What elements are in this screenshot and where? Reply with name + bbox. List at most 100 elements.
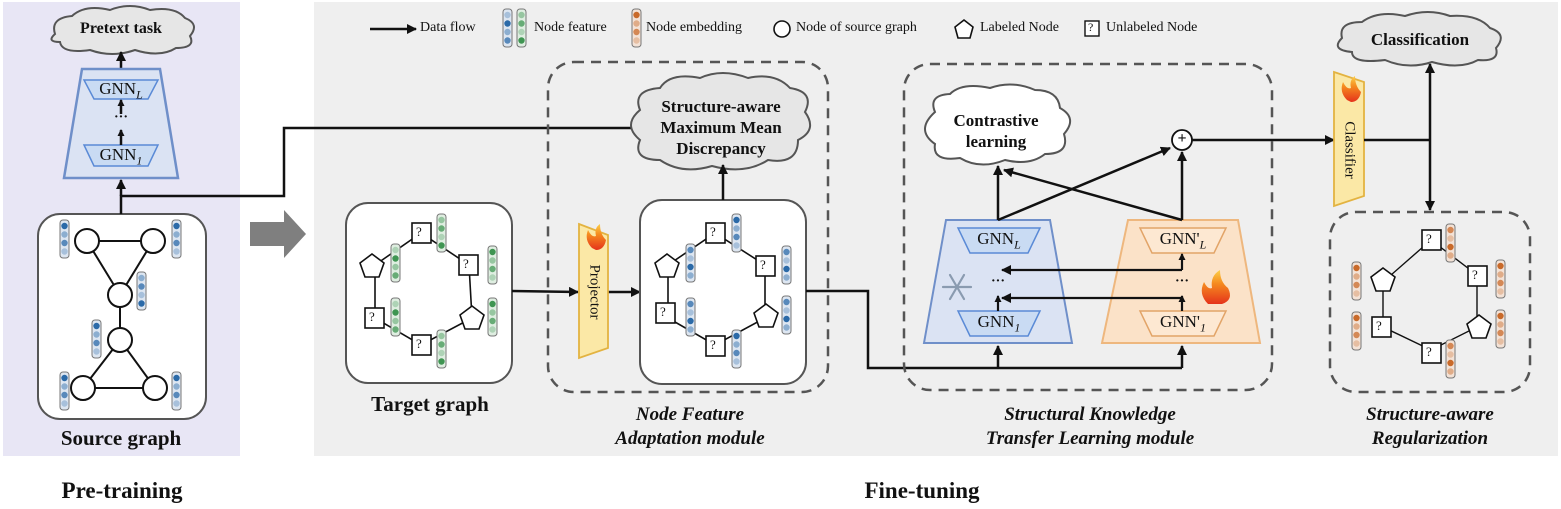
vector-entry	[1353, 264, 1360, 272]
flow-target-to-projector	[511, 286, 579, 297]
vector-entry	[61, 231, 68, 238]
pretrain-gnn-1-layer	[82, 144, 160, 167]
vector-entry	[1353, 314, 1360, 322]
vector-entry	[438, 242, 445, 249]
smmd-cloud	[630, 72, 812, 171]
unlabeled-node-mark: ?	[416, 336, 422, 351]
unlabeled-node-mark: ?	[1426, 231, 1432, 246]
pretrain-gnn-1-label: GNN1	[99, 145, 143, 168]
target-graph-nodes	[359, 222, 485, 356]
unlabeled-node-mark: ?	[710, 337, 716, 352]
vector-entry	[504, 37, 511, 44]
vector-entry	[687, 300, 694, 308]
vector-entry	[687, 272, 694, 279]
vector-entry	[173, 374, 180, 382]
vector-entry	[173, 400, 180, 407]
sktl-module-label: Structural Knowledge Transfer Learning m…	[985, 404, 1195, 449]
adapted-node-feature-4	[731, 329, 742, 369]
adapted-node-feature-0	[685, 243, 696, 283]
legend-node-source-icon	[773, 20, 791, 38]
projector-label: Projector	[586, 264, 603, 320]
vector-entry	[633, 20, 640, 27]
vector-entry	[173, 231, 180, 238]
vector-entry	[61, 391, 68, 399]
vector-entry	[438, 216, 445, 224]
frozen-gnn-l-layer	[956, 227, 1042, 254]
source-graph-nodes	[70, 228, 168, 401]
vector-entry	[504, 11, 511, 19]
source-graph-label: Source graph	[60, 426, 182, 450]
classification-label: Classification	[1370, 30, 1470, 49]
source-node-feature-1	[171, 219, 182, 259]
adapted-node-feature-2	[781, 245, 792, 285]
target-node-feature-3	[487, 297, 498, 337]
vector-entry	[392, 272, 399, 279]
adapted-node-feature-3	[781, 295, 792, 335]
tuned-gnn-dots: ···	[1174, 274, 1190, 289]
vector-entry	[1447, 342, 1454, 350]
vector-entry	[783, 274, 790, 281]
reg-node-embedding-4	[1351, 261, 1362, 301]
source-node-feature-2	[136, 271, 147, 311]
vector-entry	[392, 255, 399, 262]
tuned-flame-icon	[1201, 270, 1230, 304]
tuned-gnn-l-layer	[1138, 227, 1228, 254]
vector-entry	[1353, 290, 1360, 297]
source-node-feature-5	[171, 371, 182, 411]
tuned-gnn-l-label: GNN'L	[1159, 229, 1207, 252]
vector-entry	[138, 300, 145, 307]
unlabeled-node-mark: ?	[710, 224, 716, 239]
vector-entry	[392, 326, 399, 333]
vector-entry	[1497, 262, 1504, 270]
vector-entry	[687, 246, 694, 254]
target-node-feature-0	[390, 243, 401, 283]
legend-labeled-node-icon	[954, 18, 974, 39]
legend-node-source-label: Node of source graph	[796, 20, 917, 35]
vector-entry	[783, 324, 790, 331]
vector-entry	[1497, 338, 1504, 345]
structure-aware-regularization-module	[1328, 210, 1532, 394]
target-node-feature-2	[487, 245, 498, 285]
classification-cloud	[1336, 11, 1502, 67]
legend-dataflow-label: Data flow	[420, 20, 476, 35]
flow-adapted-to-gnns	[806, 289, 1182, 370]
vector-entry	[687, 263, 694, 271]
legend-embedding-bar	[631, 8, 642, 48]
vector-entry	[93, 331, 100, 338]
snowflake-icon	[941, 273, 973, 301]
smmd-label: Structure-aware Maximum Mean Discrepancy	[660, 97, 782, 158]
contrastive-learning-cloud	[924, 83, 1071, 166]
unlabeled-node-mark: ?	[660, 304, 666, 319]
vector-entry	[687, 317, 694, 325]
legend-feature-bar-blue	[502, 8, 513, 48]
target-graph-label: Target graph	[371, 392, 489, 416]
structural-knowledge-transfer-module	[902, 62, 1274, 392]
vector-entry	[93, 339, 100, 347]
vector-entry	[687, 326, 694, 333]
legend-feature-bar-green	[516, 8, 527, 48]
frozen-gnn-dots: ···	[990, 274, 1006, 289]
vector-entry	[733, 349, 740, 357]
vector-entry	[173, 391, 180, 399]
vector-entry	[438, 341, 445, 348]
vector-entry	[733, 225, 740, 232]
vector-entry	[1447, 226, 1454, 234]
vector-entry	[1447, 359, 1454, 367]
node-feature-adaptation-module	[546, 60, 830, 394]
frozen-gnn-1-layer	[956, 310, 1042, 337]
legend-node-embedding-label: Node embedding	[646, 20, 743, 35]
unlabeled-node-mark: ?	[369, 309, 375, 324]
legend-node-feature-label: Node feature	[534, 20, 607, 35]
vector-entry	[489, 317, 496, 325]
vector-entry	[489, 265, 496, 273]
vector-entry	[783, 248, 790, 256]
pretext-task-label: Pretext task	[80, 20, 162, 37]
vector-entry	[61, 400, 68, 407]
vector-entry	[61, 248, 68, 255]
vector-entry	[173, 239, 180, 247]
vector-entry	[438, 349, 445, 357]
vector-entry	[1447, 368, 1454, 375]
target-node-feature-1	[436, 213, 447, 253]
